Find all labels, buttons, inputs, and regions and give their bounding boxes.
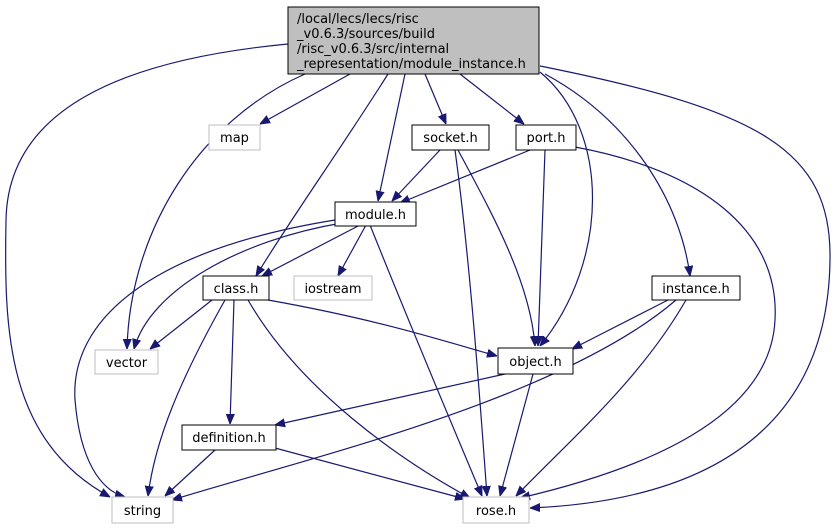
node-map-label: map [220,131,249,146]
node-iostream: iostream [293,275,373,301]
root-line-2: _v0.6.3/sources/build [296,27,435,42]
edge-instance-string [172,299,677,500]
node-rose: rose.h [462,496,530,524]
edge-instance-rose [516,299,687,496]
node-vector: vector [94,349,159,375]
edge-module-class [262,224,361,276]
node-definition-label: definition.h [192,431,266,446]
node-instance[interactable]: instance.h [651,275,741,301]
edge-root-string [5,43,289,497]
root-line-1: /local/lecs/lecs/risc [297,12,419,27]
root-line-4: _representation/module_instance.h [296,57,526,72]
edge-root-class [256,73,389,276]
edge-module-iostream [338,224,367,276]
node-string: string [111,496,174,524]
edge-object-rose [500,373,534,496]
edge-root-port [459,73,524,124]
edge-socket-rose [454,149,487,496]
node-class[interactable]: class.h [202,275,270,301]
edge-module-vector [134,222,343,349]
node-module[interactable]: module.h [334,201,417,227]
edge-class-object [267,299,497,356]
node-socket[interactable]: socket.h [411,124,490,151]
node-module-label: module.h [345,208,406,223]
edge-port-object [538,149,546,346]
edge-port-rose [520,146,776,498]
edge-root-object [540,71,593,346]
node-rose-label: rose.h [476,504,516,519]
edge-definition-string [165,449,216,496]
edge-object-definition [275,373,506,425]
node-definition[interactable]: definition.h [181,424,277,451]
node-root[interactable]: /local/lecs/lecs/risc _v0.6.3/sources/bu… [287,6,540,75]
edge-instance-object [572,299,669,349]
edge-module-string [74,219,336,497]
edge-module-rose [369,224,483,496]
root-line-3: /risc_v0.6.3/src/internal [297,42,449,57]
nodes: /local/lecs/lecs/risc _v0.6.3/sources/bu… [94,6,741,524]
node-vector-label: vector [106,356,148,371]
edge-class-string [148,299,226,496]
node-class-label: class.h [214,282,259,297]
node-string-label: string [124,504,161,519]
node-object[interactable]: object.h [497,347,574,375]
edge-root-module [378,73,406,201]
node-instance-label: instance.h [662,282,729,297]
edge-port-module [400,149,531,204]
edge-root-instance [544,73,690,276]
edge-class-vector [150,299,213,349]
node-iostream-label: iostream [304,282,361,297]
node-map: map [208,124,261,151]
edge-class-definition [230,299,234,424]
edge-socket-module [392,149,441,201]
edge-socket-object [457,149,535,346]
edge-root-rose [530,65,831,508]
node-socket-label: socket.h [423,131,477,146]
edge-class-rose [247,299,470,498]
edge-root-map [260,73,351,124]
edge-root-vector [127,73,306,349]
node-object-label: object.h [509,355,561,370]
node-port-label: port.h [526,131,565,146]
node-port[interactable]: port.h [515,124,577,151]
edges [5,43,831,508]
edge-root-socket [424,73,447,124]
edge-definition-rose [274,447,465,499]
